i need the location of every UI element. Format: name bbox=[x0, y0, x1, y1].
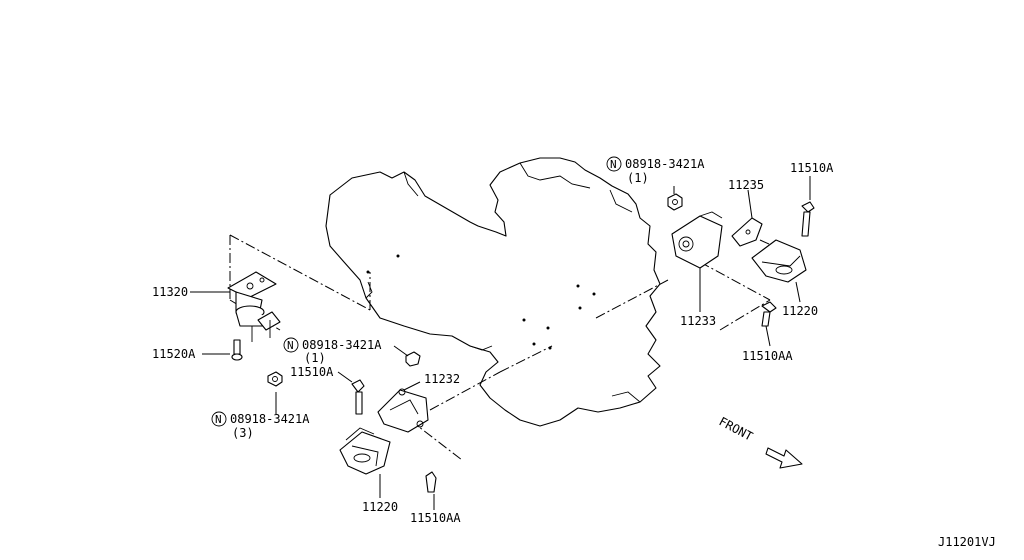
label-nut-top: 08918-3421A bbox=[625, 157, 705, 171]
label-nut-left: 08918-3421A bbox=[230, 412, 310, 426]
mount-11220-left bbox=[339, 427, 391, 475]
label-11510a-left: 11510A bbox=[290, 365, 334, 379]
bracket-11235 bbox=[731, 217, 763, 247]
label-11220-right: 11220 bbox=[782, 304, 818, 318]
label-nut-left-qty: (3) bbox=[232, 426, 254, 440]
bracket-11233 bbox=[671, 211, 723, 269]
label-11510aa-left: 11510AA bbox=[410, 511, 461, 525]
bolt-11510a-left bbox=[351, 379, 365, 415]
label-11520a: 11520A bbox=[152, 347, 196, 361]
label-11232: 11232 bbox=[424, 372, 460, 386]
engine-transmission-outline bbox=[325, 157, 661, 427]
label-11220-left: 11220 bbox=[362, 500, 398, 514]
part-labels: 11320 11520A N 08918-3421A (3) N 08918-3… bbox=[152, 156, 834, 525]
engine-mount-11320 bbox=[227, 271, 281, 342]
bracket-11232 bbox=[377, 388, 429, 433]
label-nut-center-qty: (1) bbox=[304, 351, 326, 365]
label-11510aa-right: 11510AA bbox=[742, 349, 793, 363]
leader-lines bbox=[190, 176, 811, 510]
front-label: FRONT bbox=[717, 414, 755, 443]
nut-center bbox=[405, 351, 421, 367]
label-11510a-right: 11510A bbox=[790, 161, 834, 175]
label-nut-center: 08918-3421A bbox=[302, 338, 382, 352]
bolt-11510aa-left bbox=[425, 471, 437, 493]
diagram-id: J11201VJ bbox=[938, 535, 996, 549]
bolt-11510aa-right bbox=[761, 301, 777, 327]
nut-left bbox=[267, 371, 283, 387]
label-11235: 11235 bbox=[728, 178, 764, 192]
bolt-11510a-right bbox=[801, 201, 815, 237]
label-11233: 11233 bbox=[680, 314, 716, 328]
n-symbol-center: N bbox=[287, 339, 294, 352]
nut-top bbox=[667, 193, 683, 211]
label-nut-top-qty: (1) bbox=[627, 171, 649, 185]
front-indicator: FRONT bbox=[717, 414, 803, 469]
bolt-11520a bbox=[231, 339, 243, 361]
front-arrow-icon bbox=[765, 447, 803, 469]
n-symbol-top: N bbox=[610, 158, 617, 171]
label-11320: 11320 bbox=[152, 285, 188, 299]
circled-n-icon bbox=[283, 337, 299, 353]
circled-n-icon bbox=[211, 411, 227, 427]
n-symbol-left: N bbox=[215, 413, 222, 426]
circled-n-icon bbox=[606, 156, 622, 172]
mount-11220-right bbox=[751, 239, 807, 283]
